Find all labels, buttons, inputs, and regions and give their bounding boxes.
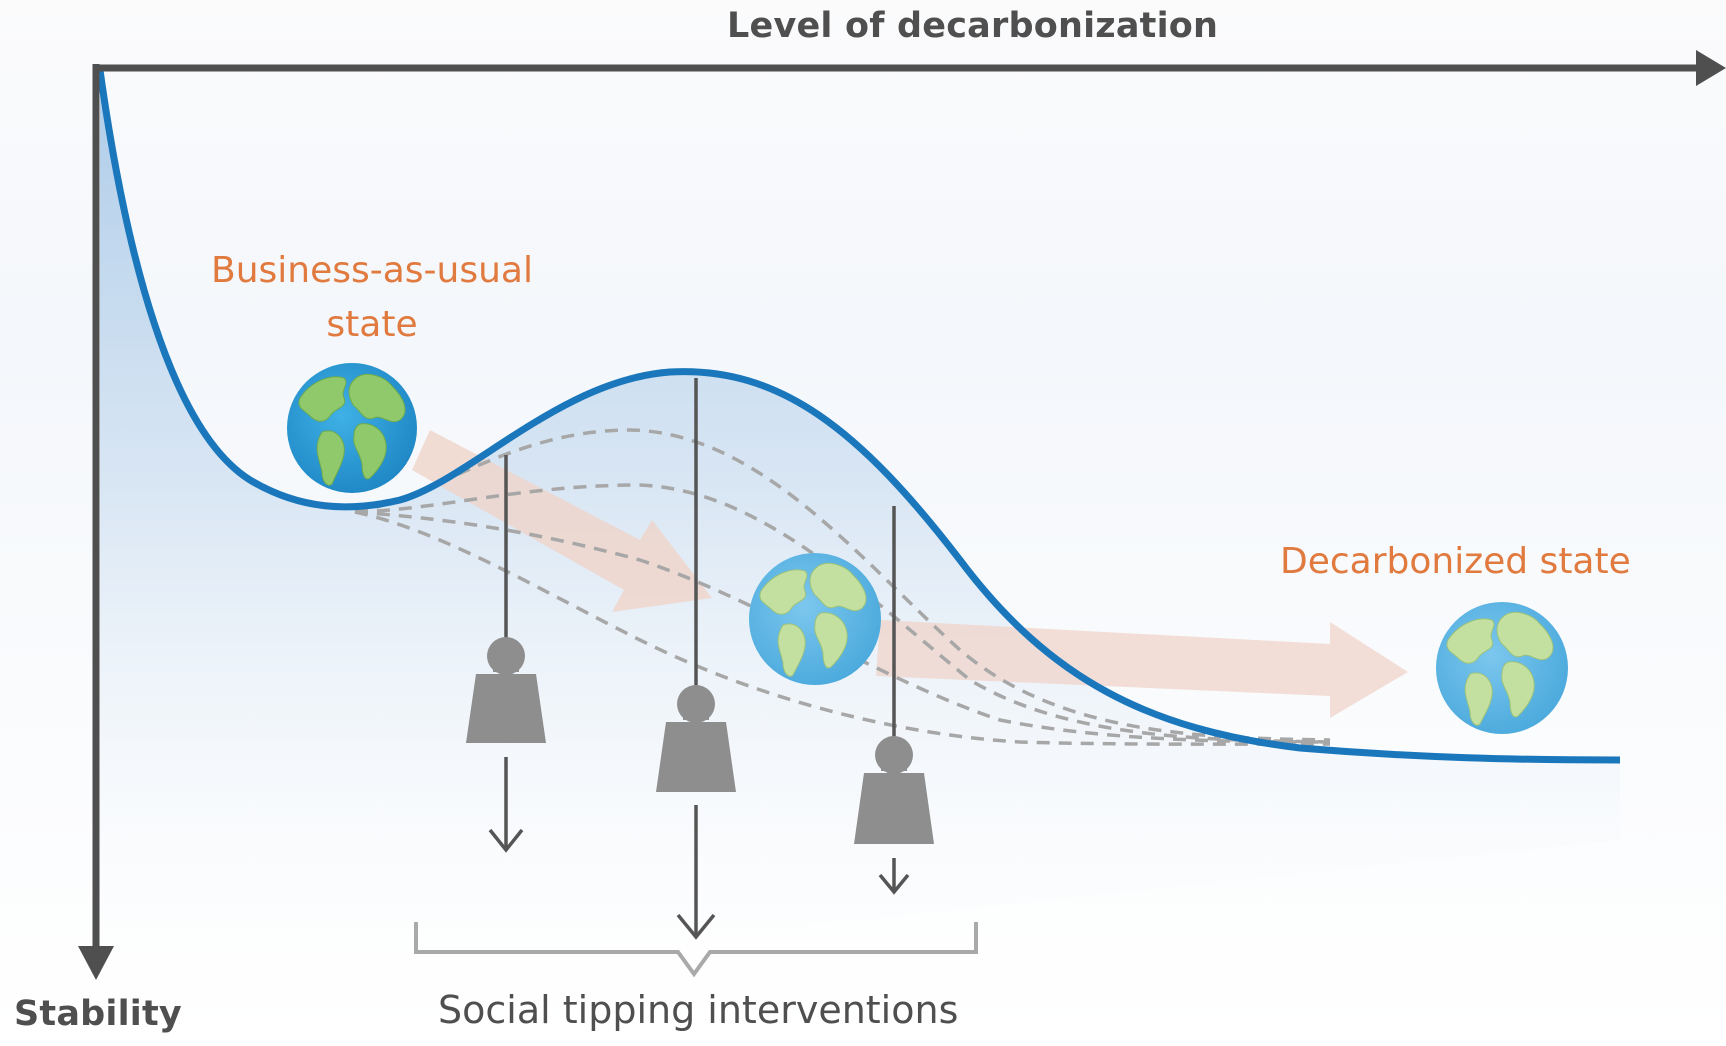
decarbonized-state-label: Decarbonized state (1280, 541, 1631, 582)
down-arrow-icon (878, 858, 910, 895)
axes (78, 50, 1726, 980)
weight-icon (656, 685, 736, 792)
x-axis-arrowhead (1696, 50, 1726, 86)
down-arrow-icon (676, 805, 716, 940)
down-arrow-icon (488, 757, 524, 853)
dashed-curve-2 (354, 483, 1331, 744)
earth-globe-icon (1436, 602, 1568, 734)
interventions-bracket (414, 922, 978, 978)
business-as-usual-label: Business-as-usual state (211, 250, 533, 345)
x-axis-label: Level of decarbonization (727, 6, 1219, 46)
y-axis-label: Stability (14, 994, 182, 1034)
dashed-curve-4 (354, 510, 1331, 746)
earth-globe-icon (287, 363, 417, 493)
weight-group-2 (656, 378, 736, 940)
dashed-curve-1 (354, 428, 1331, 742)
stability-curve (96, 69, 1621, 764)
basin-shading (100, 70, 1620, 1000)
earth-globe-icon (749, 553, 881, 685)
interventions (466, 378, 934, 940)
transition-arrow-2 (876, 620, 1408, 718)
transition-arrow-1 (412, 430, 712, 612)
weight-group-1 (466, 455, 546, 853)
weight-icon (854, 736, 934, 844)
weight-icon (466, 637, 546, 743)
y-axis-arrowhead (78, 946, 114, 980)
weight-group-3 (854, 506, 934, 895)
interventions-caption: Social tipping interventions (438, 988, 959, 1032)
